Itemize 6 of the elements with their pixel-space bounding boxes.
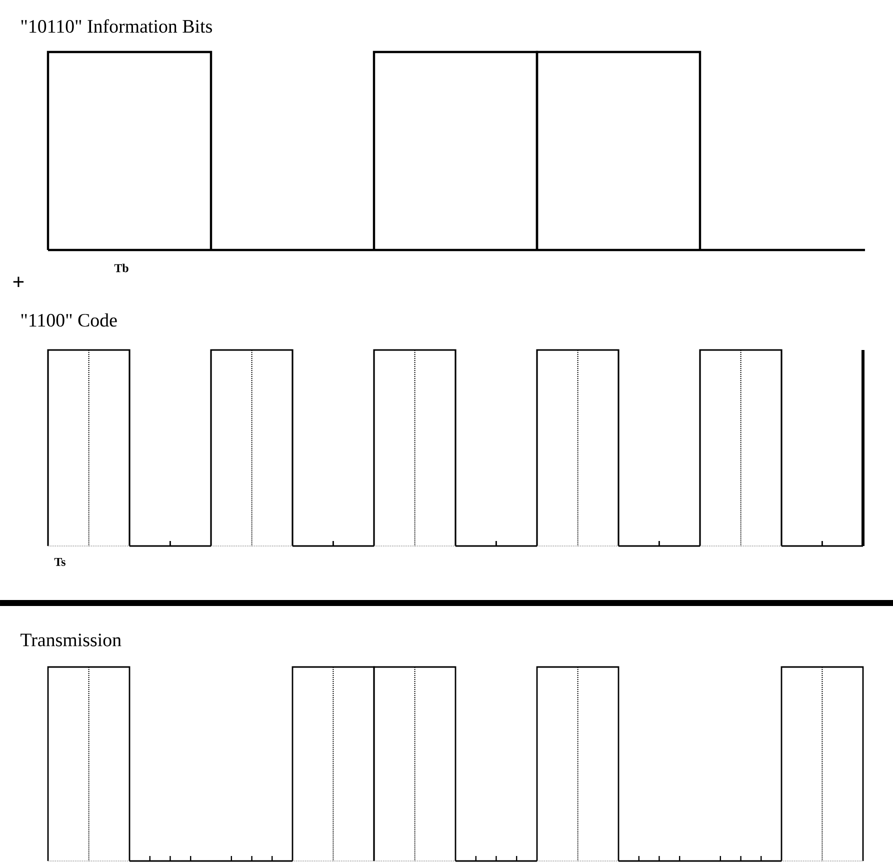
panel-title: Transmission — [20, 634, 122, 646]
period-label: Ts — [54, 558, 66, 566]
period-label: Tb — [114, 264, 128, 272]
panel-title: "1100" Code — [21, 313, 117, 327]
panel-title: "10110" Information Bits — [21, 19, 212, 33]
plus-sign: + — [13, 276, 24, 288]
